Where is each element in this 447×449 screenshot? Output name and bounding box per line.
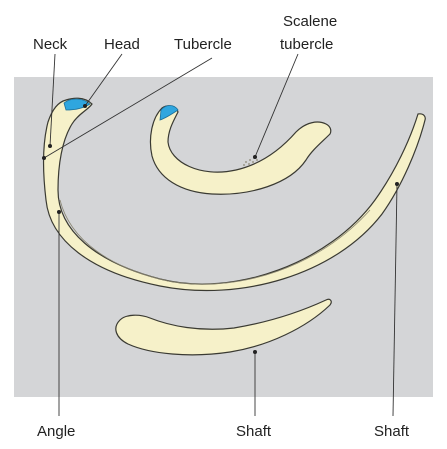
label-angle: Angle: [37, 423, 75, 440]
label-head: Head: [104, 36, 140, 53]
label-neck: Neck: [33, 36, 68, 53]
label-shaft-large: Shaft: [374, 423, 410, 440]
label-scalene-line1: Scalene: [283, 13, 337, 30]
label-tubercle: Tubercle: [174, 36, 232, 53]
label-scalene-line2: tubercle: [280, 36, 333, 53]
label-shaft-small: Shaft: [236, 423, 272, 440]
